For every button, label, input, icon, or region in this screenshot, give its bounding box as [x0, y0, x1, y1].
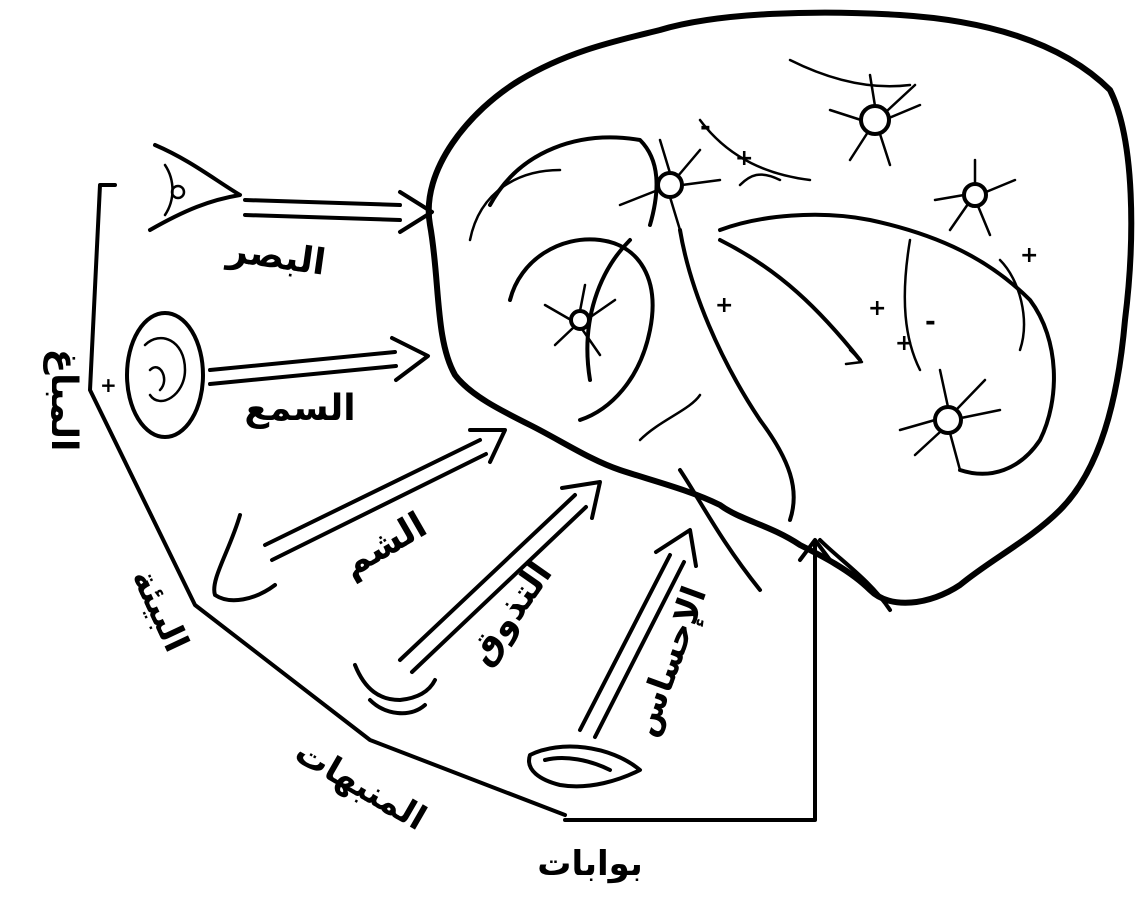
- eye-icon: [150, 145, 240, 230]
- label-stimuli: المنبهات: [288, 732, 433, 839]
- inner-lobe-line: [790, 60, 910, 86]
- nose-icon: [214, 515, 275, 600]
- environment-frame: [90, 185, 565, 815]
- brainstem-outline: [680, 470, 890, 610]
- neuron: [830, 75, 920, 165]
- label-smell: الشم: [335, 505, 434, 586]
- neuron: [545, 285, 615, 355]
- inner-lobe-line: [700, 120, 810, 180]
- label-touch: الإحساس: [624, 581, 715, 741]
- plus-sign: +: [895, 331, 913, 356]
- arrow-hearing: [210, 338, 428, 384]
- neuron: [900, 370, 1000, 470]
- plus-sign: +: [868, 296, 886, 321]
- label-left-frame: المباغ: [43, 349, 84, 452]
- hand-icon: [529, 747, 640, 787]
- plus-sign: +: [735, 146, 753, 171]
- brain-outline: [429, 13, 1132, 603]
- plus-sign: +: [1020, 243, 1038, 268]
- minus-sign: -: [700, 112, 711, 142]
- neuron: [935, 160, 1015, 235]
- ear-icon: [127, 313, 203, 437]
- arrow-sight: [245, 192, 432, 232]
- minus-sign: -: [925, 307, 936, 337]
- inner-lobe-line: [490, 138, 657, 225]
- inner-lobe-line: [470, 170, 560, 240]
- label-environment: البيئة: [124, 563, 197, 658]
- mouth-icon: [355, 665, 435, 713]
- plus-sign: +: [715, 293, 733, 318]
- neuron: [620, 140, 720, 230]
- plus-sign: +: [100, 373, 117, 397]
- label-gates: بوابات: [537, 844, 642, 884]
- label-hearing: السمع: [244, 388, 355, 429]
- label-sight: البصر: [223, 229, 328, 284]
